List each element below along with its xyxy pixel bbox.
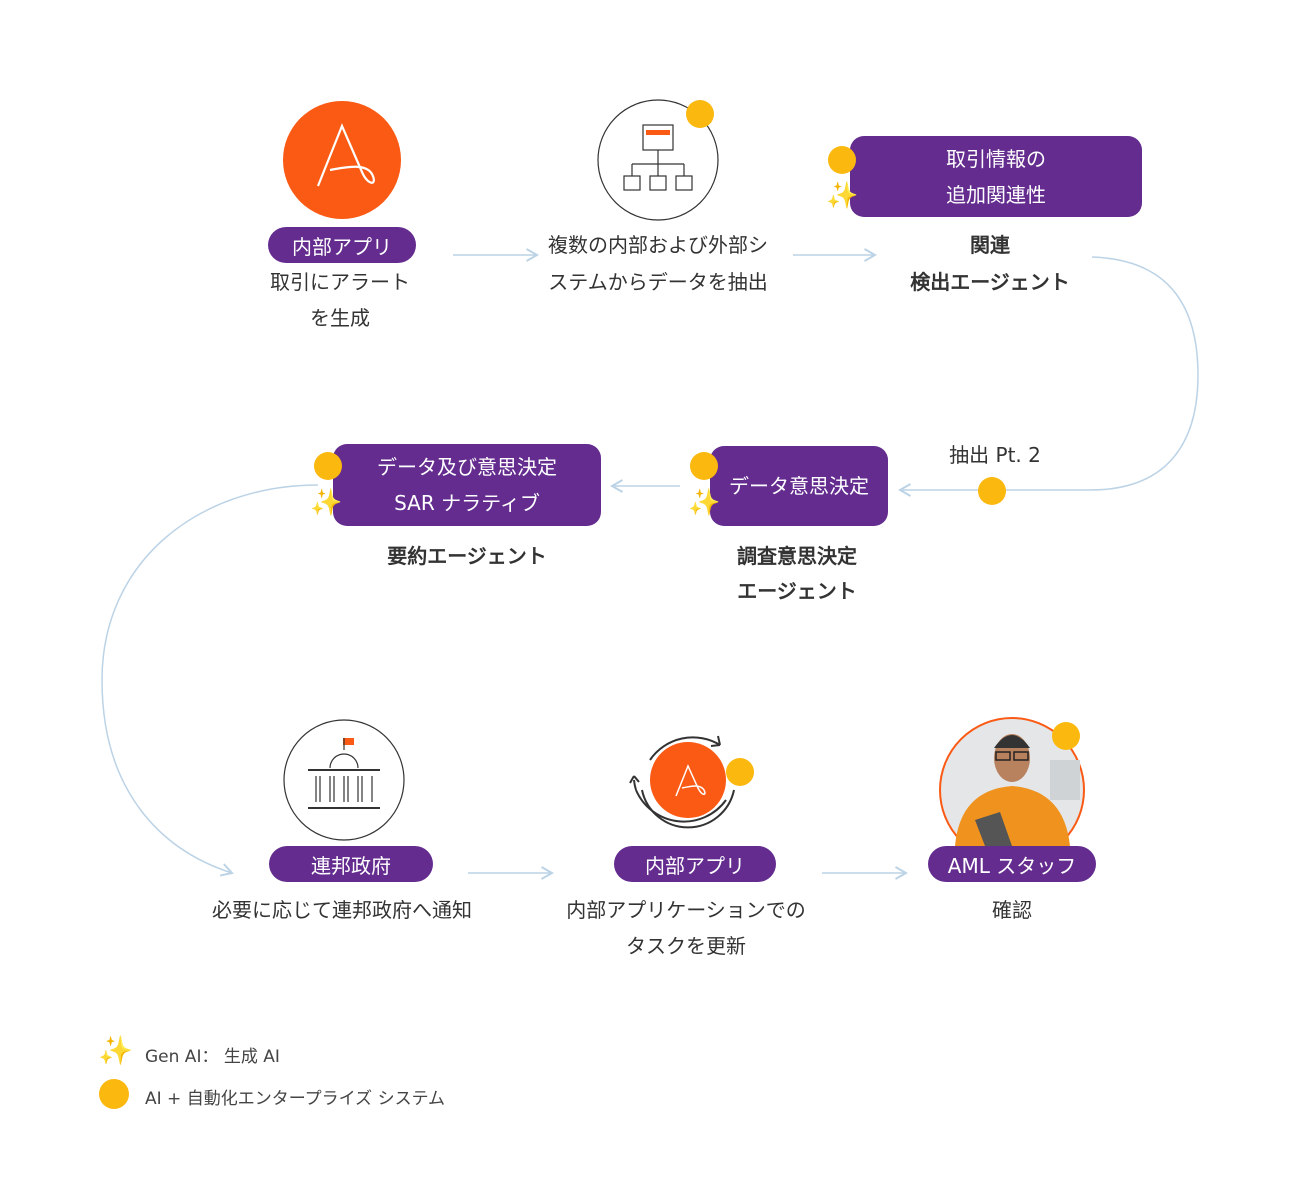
federal-gov-badge: 連邦政府 <box>269 846 433 882</box>
sar-narrative-box: データ及び意思決定 SAR ナラティブ <box>333 444 601 526</box>
step2-text-line1: 複数の内部および外部シ <box>548 233 768 257</box>
step5-title: 要約エージェント <box>387 544 547 568</box>
legend-automation: AI + 自動化エンタープライズ システム <box>145 1089 446 1109</box>
app-logo-icon <box>283 101 401 219</box>
step1-text-line1: 取引にアラート <box>270 270 410 294</box>
relevance-box: 取引情報の 追加関連性 <box>850 136 1142 217</box>
step4-title-line2: エージェント <box>737 579 857 603</box>
sar-box-line1: データ及び意思決定 <box>377 455 557 479</box>
government-building-icon <box>283 719 405 841</box>
step3-title-line1: 関連 <box>970 233 1010 257</box>
step3-title-line2: 検出エージェント <box>910 270 1070 294</box>
arrow-5-6 <box>101 484 319 877</box>
automation-dot-icon <box>1052 722 1080 750</box>
automation-dot-icon <box>690 452 718 480</box>
extract-pt2-label: 抽出 Pt. 2 <box>949 443 1041 467</box>
data-decision-box-line1: データ意思決定 <box>729 474 869 498</box>
relevance-box-line2: 追加関連性 <box>946 182 1046 207</box>
internal-app-badge: 内部アプリ <box>268 227 416 263</box>
app-sync-icon <box>629 735 735 829</box>
sparkle-icon: ✨ <box>688 488 721 518</box>
sparkle-icon: ✨ <box>310 488 343 518</box>
data-decision-box: データ意思決定 <box>710 446 888 526</box>
relevance-box-line1: 取引情報の <box>946 146 1046 171</box>
automation-dot-icon <box>314 452 342 480</box>
sar-box-line2: SAR ナラティブ <box>394 491 540 515</box>
automation-dot-icon <box>828 146 856 174</box>
step4-title-line1: 調査意思決定 <box>737 544 857 568</box>
staff-photo-avatar <box>939 717 1085 863</box>
arrow-3-4 <box>898 256 1199 497</box>
legend-genai: Gen AI： 生成 AI <box>145 1047 280 1067</box>
step8-text: 確認 <box>992 898 1032 922</box>
automation-dot-icon <box>726 758 754 786</box>
sparkle-icon: ✨ <box>826 181 859 211</box>
automation-dot-icon <box>978 477 1006 505</box>
step2-text-line2: ステムからデータを抽出 <box>548 270 768 294</box>
system-hierarchy-icon <box>597 99 719 221</box>
legend-dot-icon <box>99 1079 129 1109</box>
step7-text-line1: 内部アプリケーションでの <box>566 898 806 922</box>
legend-sparkle-icon: ✨ <box>98 1034 133 1067</box>
internal-app-badge-2: 内部アプリ <box>614 846 776 882</box>
step7-text-line2: タスクを更新 <box>626 934 746 958</box>
step1-text-line2: を生成 <box>310 306 370 330</box>
automation-dot-icon <box>686 100 714 128</box>
aml-staff-badge: AML スタッフ <box>928 846 1096 882</box>
step6-text: 必要に応じて連邦政府へ通知 <box>212 898 472 922</box>
